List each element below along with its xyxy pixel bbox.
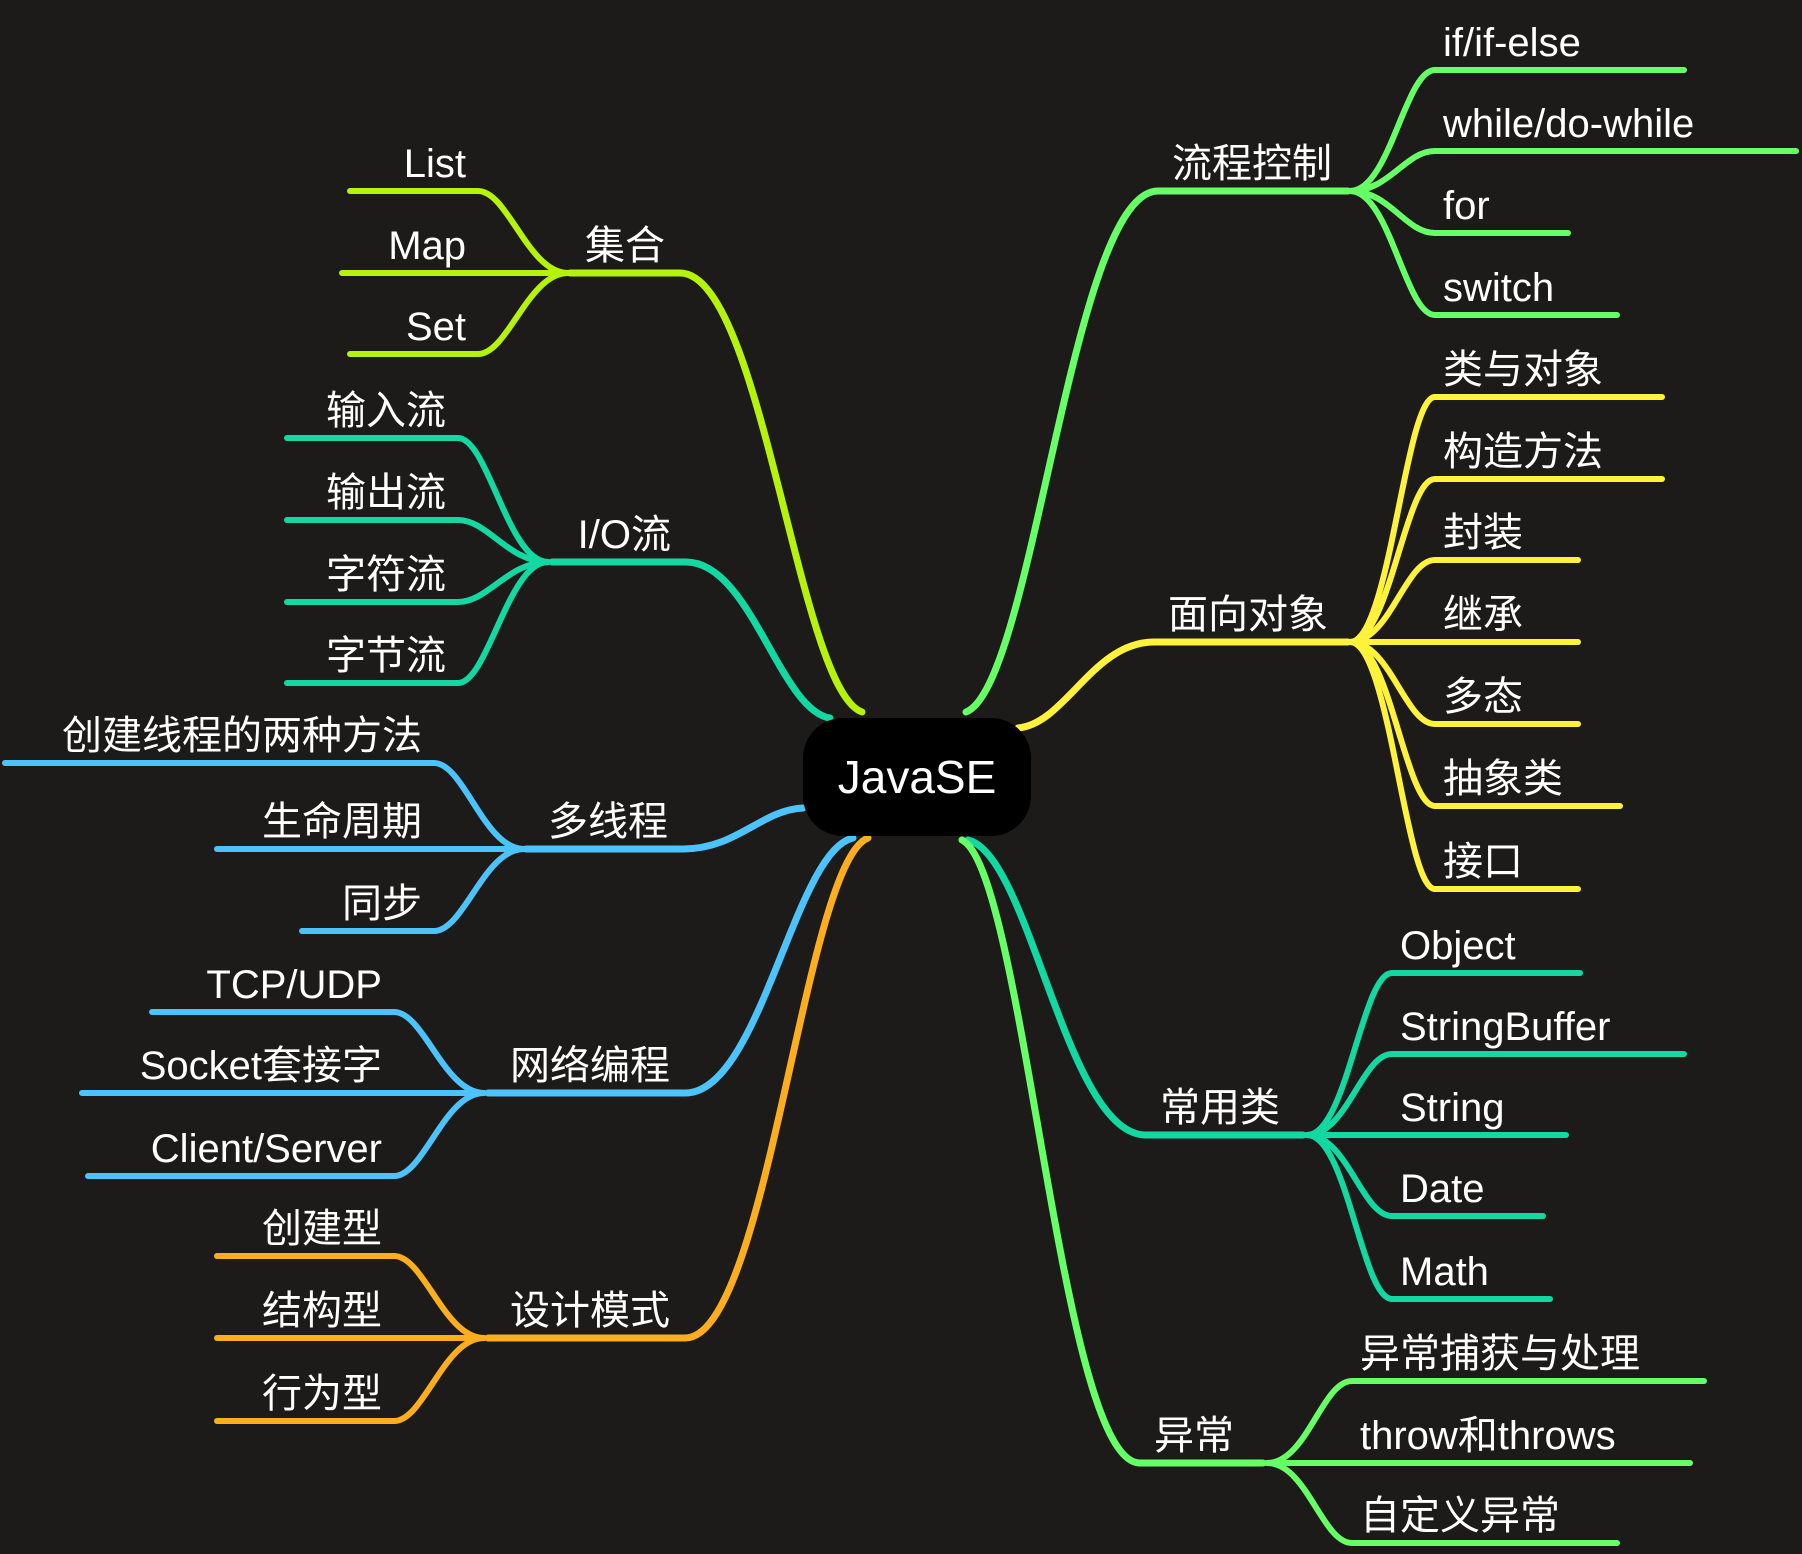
leaf-label-threads-0[interactable]: 创建线程的两种方法 <box>62 714 422 758</box>
leaf-connector-common-0 <box>1304 970 1395 1138</box>
branch-label-exceptions[interactable]: 异常 <box>1154 1414 1234 1458</box>
branch-label-flow[interactable]: 流程控制 <box>1172 142 1332 186</box>
branch-connector-network <box>681 834 857 1097</box>
leaf-connector-collections-0 <box>475 188 571 276</box>
leaf-label-network-0[interactable]: TCP/UDP <box>206 963 382 1007</box>
branch-connector-threads <box>679 804 807 853</box>
branch-label-common[interactable]: 常用类 <box>1160 1086 1280 1130</box>
leaf-connector-oop-2 <box>1347 557 1438 645</box>
leaf-label-io-0[interactable]: 输入流 <box>326 389 446 433</box>
leaf-label-threads-2[interactable]: 同步 <box>342 882 422 926</box>
leaf-label-network-1[interactable]: Socket套接字 <box>140 1044 382 1088</box>
leaf-connector-network-2 <box>391 1090 487 1179</box>
leaf-connector-patterns-2 <box>391 1335 487 1424</box>
leaf-connector-common-1 <box>1304 1051 1395 1138</box>
leaf-label-oop-4[interactable]: 多态 <box>1443 675 1523 719</box>
leaf-label-common-2[interactable]: String <box>1400 1086 1505 1130</box>
branch-label-oop[interactable]: 面向对象 <box>1168 593 1328 637</box>
leaf-label-patterns-1[interactable]: 结构型 <box>262 1289 382 1333</box>
leaf-connector-common-4 <box>1304 1132 1395 1302</box>
leaf-label-patterns-0[interactable]: 创建型 <box>262 1207 382 1251</box>
leaf-label-collections-0[interactable]: List <box>404 142 466 186</box>
branch-connector-collections <box>676 269 866 716</box>
branch-label-threads[interactable]: 多线程 <box>548 800 668 844</box>
center-node-box <box>803 718 1031 836</box>
leaf-label-oop-3[interactable]: 继承 <box>1443 593 1523 637</box>
branch-label-patterns[interactable]: 设计模式 <box>510 1289 670 1333</box>
leaf-label-common-0[interactable]: Object <box>1400 924 1516 968</box>
center-node-label: JavaSE <box>838 751 997 803</box>
branch-connector-io <box>682 558 834 722</box>
branch-connector-common <box>964 836 1150 1139</box>
leaf-connector-network-0 <box>391 1009 487 1096</box>
leaf-label-oop-1[interactable]: 构造方法 <box>1443 430 1603 474</box>
leaf-connector-threads-2 <box>431 846 527 934</box>
leaf-label-collections-2[interactable]: Set <box>406 305 466 349</box>
branch-label-io[interactable]: I/O流 <box>578 513 671 557</box>
leaf-label-exceptions-2[interactable]: 自定义异常 <box>1360 1494 1560 1538</box>
leaf-label-exceptions-1[interactable]: throw和throws <box>1360 1414 1616 1458</box>
branch-connector-flow <box>962 187 1162 716</box>
leaf-connector-io-0 <box>455 435 551 565</box>
leaf-connector-exceptions-0 <box>1264 1378 1355 1466</box>
leaf-label-io-1[interactable]: 输出流 <box>326 471 446 515</box>
leaf-connector-exceptions-2 <box>1264 1460 1355 1546</box>
leaf-label-oop-2[interactable]: 封装 <box>1443 511 1523 555</box>
leaf-label-exceptions-0[interactable]: 异常捕获与处理 <box>1360 1332 1640 1376</box>
leaf-connector-oop-5 <box>1347 639 1438 809</box>
leaf-connector-patterns-0 <box>391 1253 487 1341</box>
leaf-connector-flow-3 <box>1347 188 1438 318</box>
leaf-label-flow-1[interactable]: while/do-while <box>1442 102 1694 146</box>
leaf-label-common-4[interactable]: Math <box>1400 1250 1489 1294</box>
leaf-label-flow-0[interactable]: if/if-else <box>1443 21 1581 65</box>
leaf-connector-io-3 <box>455 559 551 686</box>
branch-connector-patterns <box>681 834 872 1342</box>
leaf-connector-collections-2 <box>475 270 571 357</box>
leaf-connector-flow-0 <box>1347 67 1438 194</box>
mind-map-edges <box>2 67 1799 1546</box>
center-node[interactable]: JavaSE <box>803 718 1031 836</box>
leaf-label-patterns-2[interactable]: 行为型 <box>262 1372 382 1416</box>
leaf-label-io-3[interactable]: 字节流 <box>326 634 446 678</box>
leaf-label-common-1[interactable]: StringBuffer <box>1400 1005 1611 1049</box>
leaf-label-threads-1[interactable]: 生命周期 <box>262 800 422 844</box>
branch-connector-exceptions <box>958 836 1144 1467</box>
leaf-label-common-3[interactable]: Date <box>1400 1167 1485 1211</box>
branch-label-collections[interactable]: 集合 <box>585 224 665 268</box>
branch-label-network[interactable]: 网络编程 <box>510 1044 670 1088</box>
leaf-connector-threads-0 <box>431 760 527 852</box>
leaf-label-oop-6[interactable]: 接口 <box>1443 840 1523 884</box>
leaf-label-oop-5[interactable]: 抽象类 <box>1443 757 1563 801</box>
leaf-connector-oop-6 <box>1347 639 1438 892</box>
leaf-connector-oop-1 <box>1347 476 1438 645</box>
leaf-label-flow-3[interactable]: switch <box>1443 266 1554 310</box>
leaf-label-io-2[interactable]: 字符流 <box>326 553 446 597</box>
leaf-label-collections-1[interactable]: Map <box>388 224 466 268</box>
leaf-label-flow-2[interactable]: for <box>1443 184 1490 228</box>
leaf-label-oop-0[interactable]: 类与对象 <box>1443 348 1603 392</box>
leaf-label-network-2[interactable]: Client/Server <box>151 1127 382 1171</box>
branch-connector-oop <box>1014 638 1158 732</box>
